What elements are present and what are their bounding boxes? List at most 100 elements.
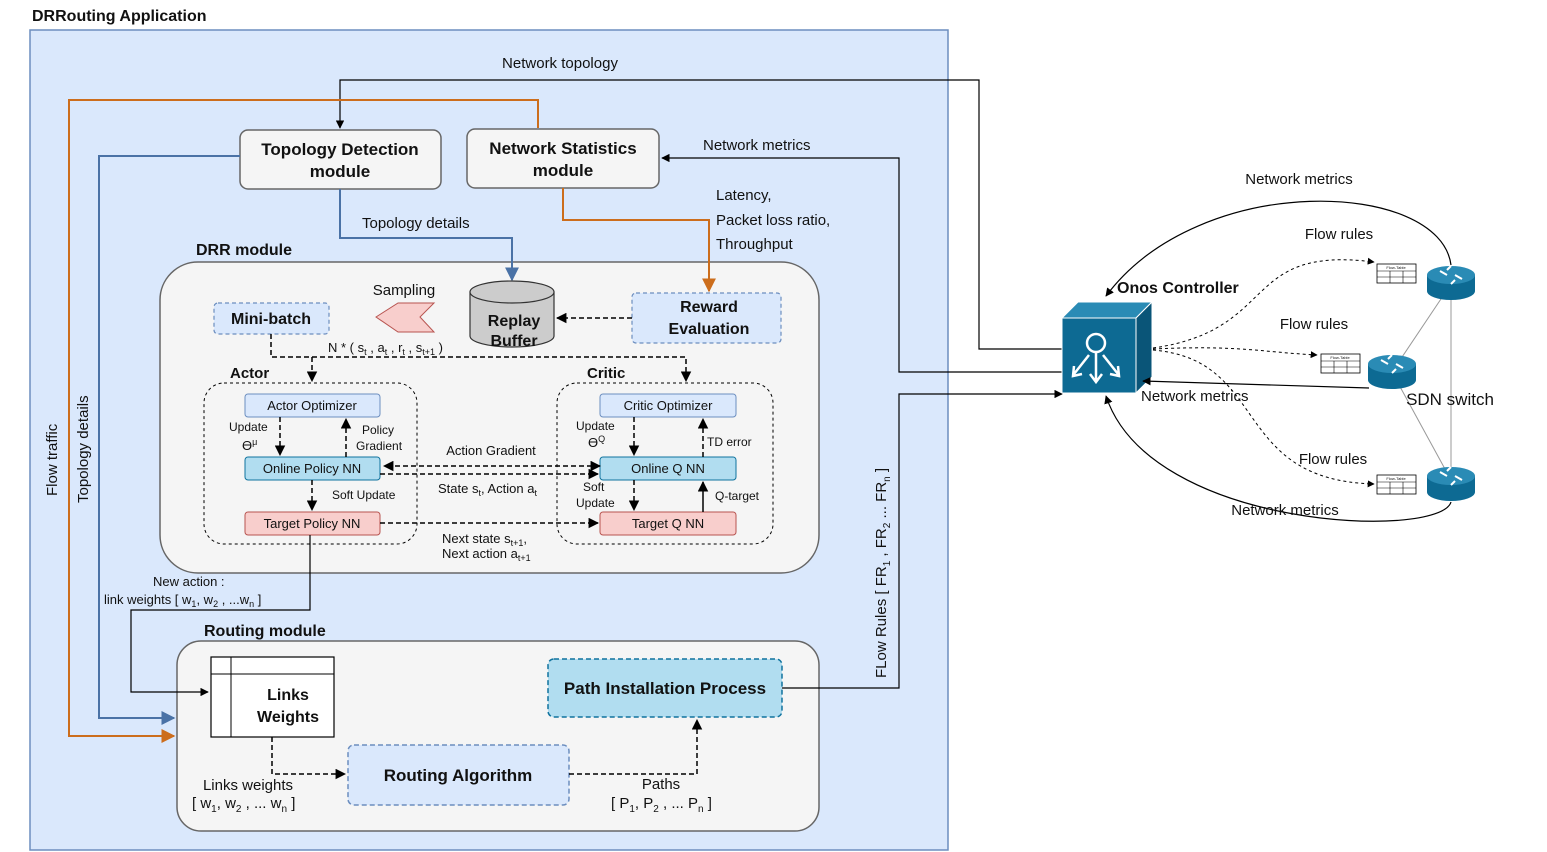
- path-installation-box: Path Installation Process: [547, 658, 783, 718]
- topology-module-label-1: Topology Detection: [261, 140, 418, 159]
- links-weights-text: Links weights: [203, 777, 293, 794]
- target-policy-label: Target Policy NN: [264, 516, 361, 531]
- paths-label: Paths: [642, 776, 680, 793]
- path-installation-label: Path Installation Process: [564, 679, 766, 698]
- latency-label: Latency,: [716, 187, 772, 204]
- link-weights-vector-label: link weights [ w1, w2 , ...wn ]: [104, 592, 261, 609]
- target-q-box: [599, 511, 737, 536]
- reward-evaluation-box: Reward Evaluation: [631, 292, 782, 344]
- mini-batch-label: Mini-batch: [231, 311, 311, 328]
- topology-details-label: Topology details: [362, 215, 470, 232]
- algorithm-to-install-arrow: [569, 718, 703, 775]
- network-topology-arrow: [335, 79, 1062, 350]
- actor-update-label: Update: [229, 420, 268, 434]
- actor-optimizer-box: [244, 393, 381, 418]
- actor-theta-label: ϴμ: [242, 437, 257, 453]
- topology-details-vertical-label: Topology details: [75, 395, 92, 503]
- links-weights-vector: [ w1, w2 , ... wn ]: [192, 795, 295, 815]
- flow-traffic-label: Flow traffic: [44, 423, 61, 496]
- onos-controller-icon: [1060, 300, 1154, 395]
- onos-controller-label: Onos Controller: [1117, 280, 1239, 297]
- new-action-arrow: [130, 535, 311, 697]
- critic-update-label: Update: [576, 419, 615, 433]
- flow-rules-top-arrow: [1152, 257, 1375, 349]
- flow-table-mid-icon: Flow-Table: [1320, 353, 1361, 374]
- links-weights-table: Links Weights: [210, 656, 335, 738]
- network-metrics-top-label: Network metrics: [1245, 171, 1353, 188]
- target-q-label: Target Q NN: [632, 516, 704, 531]
- td-error-label: TD error: [707, 435, 752, 449]
- svg-text:Flow-Table: Flow-Table: [1386, 265, 1406, 270]
- network-metrics-label: Network metrics: [703, 137, 811, 154]
- sdn-switch-3-icon: [1427, 466, 1475, 501]
- critic-soft-update-label-1: Soft: [583, 480, 605, 494]
- policy-gradient-label-2: Gradient: [356, 439, 403, 453]
- stats-to-reward-arrow: [562, 188, 716, 293]
- network-metrics-top-arrow: [1105, 200, 1452, 297]
- critic-theta-label: ϴQ: [588, 434, 605, 450]
- weights-to-algorithm-arrow: [271, 737, 347, 780]
- flow-rules-top-label: Flow rules: [1305, 226, 1373, 243]
- app-title: DRRouting Application: [32, 8, 207, 25]
- replay-buffer-label-1: Replay: [488, 313, 541, 330]
- critic-soft-update-label-2: Update: [576, 496, 615, 510]
- svg-text:Flow-Table: Flow-Table: [1330, 355, 1350, 360]
- network-metrics-mid-label: Network metrics: [1141, 388, 1249, 405]
- replay-buffer-cylinder: Replay Buffer: [469, 280, 555, 350]
- links-weights-label-2: Weights: [257, 709, 319, 726]
- svg-text:Flow-Table: Flow-Table: [1386, 476, 1406, 481]
- flow-rules-mid-arrow: [1152, 347, 1318, 359]
- minibatch-to-critic-arrow: [270, 334, 692, 383]
- network-metrics-bottom-label: Network metrics: [1231, 502, 1339, 519]
- actor-title: Actor: [230, 365, 269, 382]
- replay-buffer-label-2: Buffer: [490, 333, 537, 350]
- network-metrics-bottom-arrow: [1104, 395, 1452, 522]
- network-metrics-mid-arrow: [1142, 377, 1370, 389]
- drr-module-title: DRR module: [196, 242, 292, 259]
- flow-traffic-arrow: [68, 99, 539, 743]
- q-target-label: Q-target: [715, 489, 760, 503]
- new-action-label: New action :: [153, 574, 225, 589]
- paths-vector: [ P1, P2 , ... Pn ]: [611, 795, 712, 815]
- topology-detection-module: Topology Detection module: [239, 129, 442, 190]
- sampling-label: Sampling: [373, 282, 436, 299]
- online-q-label: Online Q NN: [631, 461, 705, 476]
- critic-optimizer-label: Critic Optimizer: [624, 398, 714, 413]
- actor-soft-update-label: Soft Update: [332, 488, 396, 502]
- sdn-switch-2-icon: [1368, 354, 1416, 389]
- flow-rules-arrow: [782, 389, 1063, 689]
- mini-batch-box: Mini-batch: [213, 302, 330, 335]
- netstats-module-label-1: Network Statistics: [489, 139, 636, 158]
- topology-details-left-arrow: [98, 155, 240, 725]
- links-weights-label-1: Links: [267, 687, 309, 704]
- flow-rules-mid-label: Flow rules: [1280, 316, 1348, 333]
- reward-label-2: Evaluation: [669, 321, 750, 338]
- reward-label-1: Reward: [680, 299, 738, 316]
- sampling-arrow-icon: [375, 302, 436, 333]
- flow-table-bottom-icon: Flow-Table: [1376, 474, 1417, 495]
- topology-details-arrow: [339, 189, 519, 282]
- flow-rules-vertical-label: FLow Rules [ FR1 , FR2 ... FRn ]: [873, 468, 893, 678]
- action-gradient-label: Action Gradient: [446, 443, 536, 458]
- link-s2-s3: [1391, 371, 1452, 481]
- routing-algorithm-label: Routing Algorithm: [384, 766, 533, 785]
- flow-rules-bottom-arrow: [1152, 349, 1375, 488]
- critic-optimizer-box: [599, 393, 737, 418]
- topology-module-label-2: module: [310, 162, 370, 181]
- routing-algorithm-box: Routing Algorithm: [347, 744, 570, 806]
- critic-title: Critic: [587, 365, 625, 382]
- next-state-label: Next state st+1,: [442, 531, 527, 548]
- policy-gradient-label-1: Policy: [362, 423, 394, 437]
- packet-loss-label: Packet loss ratio,: [716, 212, 830, 229]
- network-statistics-module: Network Statistics module: [466, 128, 660, 189]
- actor-optimizer-label: Actor Optimizer: [267, 398, 357, 413]
- netstats-module-label-2: module: [533, 161, 593, 180]
- online-policy-label: Online Policy NN: [263, 461, 361, 476]
- network-metrics-arrow: [661, 153, 1062, 373]
- sample-tuple-label: N * ( st , at , rt , st+1 ): [328, 340, 443, 357]
- flow-rules-bottom-label: Flow rules: [1299, 451, 1367, 468]
- routing-module-title: Routing module: [204, 623, 326, 640]
- sdn-switch-label: SDN switch: [1406, 390, 1494, 409]
